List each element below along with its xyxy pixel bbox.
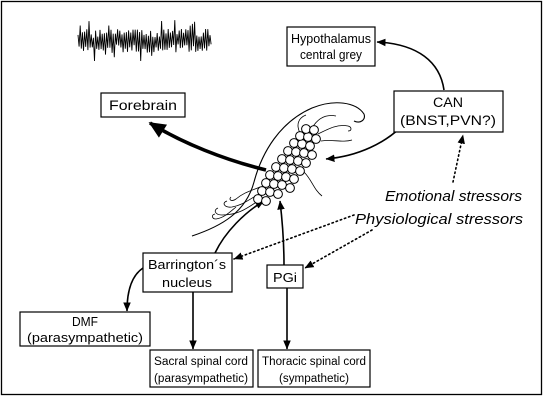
forebrain-node: Forebrain	[101, 93, 185, 117]
physiological-stressors-label: Physiological stressors	[355, 212, 523, 228]
barrington-label-line2: nucleus	[162, 275, 213, 290]
lc-neuron	[262, 197, 271, 206]
lc-neuron	[302, 159, 311, 168]
lc-neuron	[274, 190, 283, 199]
sacral-label-line2: (parasympathetic)	[154, 373, 248, 385]
thoracic-spinal-cord-node: Thoracic spinal cord (sympathetic)	[258, 350, 370, 387]
dmf-label-line1: DMF	[72, 315, 98, 329]
lc-neuron	[302, 125, 311, 134]
lc-neuron	[288, 165, 297, 174]
forebrain-label: Forebrain	[109, 97, 177, 113]
lc-neuron	[292, 148, 301, 157]
can-label-line1: CAN	[433, 95, 463, 110]
lc-neuron	[286, 184, 295, 193]
lc-neuron	[258, 187, 267, 196]
lc-neuron	[310, 126, 319, 135]
lc-neuron	[312, 135, 321, 144]
lc-neuron	[274, 172, 283, 181]
dmf-label-line2: (parasympathetic)	[27, 331, 143, 345]
hypothalamus-label-line1: Hypothalamus	[291, 32, 371, 46]
emotional-stressors-label: Emotional stressors	[385, 189, 522, 205]
thoracic-label-line2: (sympathetic)	[279, 373, 349, 385]
pgi-label: PGi	[273, 270, 297, 285]
lc-neuron	[278, 181, 287, 190]
sacral-spinal-cord-node: Sacral spinal cord (parasympathetic)	[150, 350, 253, 387]
lc-neuron	[296, 167, 305, 176]
pgi-node: PGi	[267, 265, 303, 288]
can-label-line2: (BNST,PVN?)	[400, 113, 496, 128]
lc-neuron	[270, 180, 279, 189]
dmf-node: DMF (parasympathetic)	[20, 312, 150, 346]
can-node: CAN (BNST,PVN?)	[394, 91, 503, 132]
sacral-label-line1: Sacral spinal cord	[154, 356, 248, 368]
barrington-label-line1: Barrington´s	[148, 257, 227, 272]
lc-neuron	[286, 156, 295, 165]
lc-neuron	[284, 147, 293, 156]
lc-neuron	[282, 173, 291, 182]
barrington-node: Barrington´s nucleus	[143, 253, 232, 292]
lc-neuron	[266, 171, 275, 180]
hypothalamus-node: Hypothalamus central grey	[287, 27, 375, 66]
lc-neuron	[280, 164, 289, 173]
lc-neuron	[290, 175, 299, 184]
hypothalamus-label-line2: central grey	[300, 48, 363, 62]
lc-neuron	[254, 195, 263, 204]
lc-neuron	[266, 188, 275, 197]
thoracic-label-line1: Thoracic spinal cord	[262, 356, 366, 368]
lc-neuron	[272, 163, 281, 172]
lc-neuron	[294, 157, 303, 166]
lc-neuron	[262, 179, 271, 188]
lc-neuron	[308, 151, 317, 160]
lc-neuron	[278, 155, 287, 164]
